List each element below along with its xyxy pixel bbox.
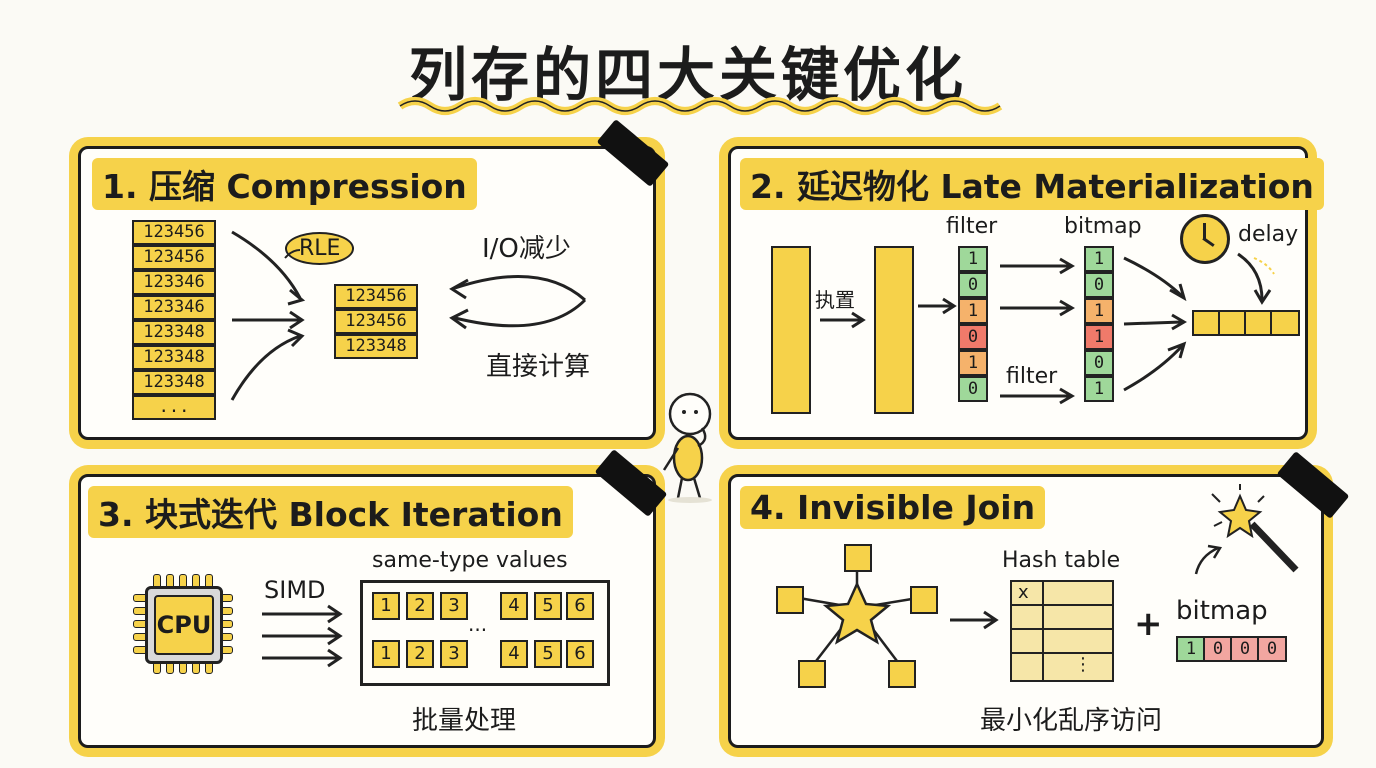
column-bar-a xyxy=(771,246,811,414)
dimension-node xyxy=(776,586,804,614)
bit-cell: 1 xyxy=(958,246,988,272)
panel-compression-title: 1. 压缩 Compression xyxy=(92,158,477,210)
column-value-cell: 123346 xyxy=(132,270,216,295)
column-value-cell: 123348 xyxy=(132,345,216,370)
bit-cell: 0 xyxy=(958,324,988,350)
transpose-label: 执置 xyxy=(815,288,855,312)
column-value-cell: 123456 xyxy=(132,220,216,245)
vector-value: 2 xyxy=(406,640,434,668)
dimension-node xyxy=(888,660,916,688)
column-value-cell: ... xyxy=(132,395,216,420)
vector-value: 6 xyxy=(566,592,594,620)
cpu-label: CPU xyxy=(154,595,214,655)
batch-label: 批量处理 xyxy=(412,706,517,736)
filter-bottom-label: filter xyxy=(1006,364,1058,389)
bit-cell: 1 xyxy=(958,298,988,324)
delay-label: delay xyxy=(1238,222,1299,247)
panel-late-title: 2. 延迟物化 Late Materialization xyxy=(740,158,1324,210)
vector-value: 1 xyxy=(372,592,400,620)
rle-badge: RLE xyxy=(285,232,355,265)
column-value-cell: 123348 xyxy=(132,320,216,345)
bit-cell: 1 xyxy=(1084,298,1114,324)
output-cell xyxy=(1270,310,1300,336)
join-caption: 最小化乱序访问 xyxy=(980,706,1163,736)
plus-sign: + xyxy=(1134,604,1163,644)
vector-ellipsis: ... xyxy=(468,612,488,636)
cpu-chip-icon: CPU xyxy=(133,574,233,674)
panel-join-title: 4. Invisible Join xyxy=(740,486,1046,529)
title-underline xyxy=(397,97,1003,115)
io-label: I/O减少 xyxy=(482,234,571,264)
column-value-cell: 123346 xyxy=(132,295,216,320)
clock-icon xyxy=(1180,214,1230,264)
page-title: 列存的四大关键优化 xyxy=(408,41,967,109)
bit-cell: 1 xyxy=(1084,324,1114,350)
vector-value: 5 xyxy=(534,592,562,620)
vector-value: 5 xyxy=(534,640,562,668)
column-bar-b xyxy=(874,246,914,414)
column-value-cell: 123456 xyxy=(132,245,216,270)
vector-value: 6 xyxy=(566,640,594,668)
hash-table-mark: x xyxy=(1018,582,1029,603)
bit-cell: 0 xyxy=(1084,272,1114,298)
filter-top-label: filter xyxy=(946,214,998,239)
vector-value: 1 xyxy=(372,640,400,668)
compressed-value-cell: 123456 xyxy=(334,284,418,309)
bit-cell: 1 xyxy=(1084,246,1114,272)
vector-value: 3 xyxy=(440,640,468,668)
panel-block-title: 3. 块式迭代 Block Iteration xyxy=(88,486,573,538)
hash-table-label: Hash table xyxy=(1002,548,1121,573)
bit-cell: 0 xyxy=(958,272,988,298)
compressed-value-cell: 123348 xyxy=(334,334,418,359)
dimension-node xyxy=(844,544,872,572)
bit-cell: 0 xyxy=(1084,350,1114,376)
bitmap-bit: 0 xyxy=(1257,636,1287,662)
bit-cell: 1 xyxy=(1084,376,1114,402)
vector-register-box xyxy=(360,580,610,686)
output-cell xyxy=(1192,310,1222,336)
hash-table: x ⋮ xyxy=(1010,580,1114,682)
same-type-label: same-type values xyxy=(372,548,568,573)
bit-cell: 1 xyxy=(958,350,988,376)
bit-cell: 0 xyxy=(958,376,988,402)
dimension-node xyxy=(910,586,938,614)
vector-value: 3 xyxy=(440,592,468,620)
vector-value: 2 xyxy=(406,592,434,620)
simd-label: SIMD xyxy=(264,576,326,604)
compute-label: 直接计算 xyxy=(486,352,591,382)
compressed-value-cell: 123456 xyxy=(334,309,418,334)
dimension-node xyxy=(798,660,826,688)
hash-table-ellipsis: ⋮ xyxy=(1074,654,1092,675)
bitmap-label: bitmap xyxy=(1064,214,1142,239)
vector-value: 4 xyxy=(500,640,528,668)
bitmap-bit: 0 xyxy=(1203,636,1233,662)
column-value-cell: 123348 xyxy=(132,370,216,395)
output-cell xyxy=(1244,310,1274,336)
join-bitmap-label: bitmap xyxy=(1176,596,1268,626)
vector-value: 4 xyxy=(500,592,528,620)
